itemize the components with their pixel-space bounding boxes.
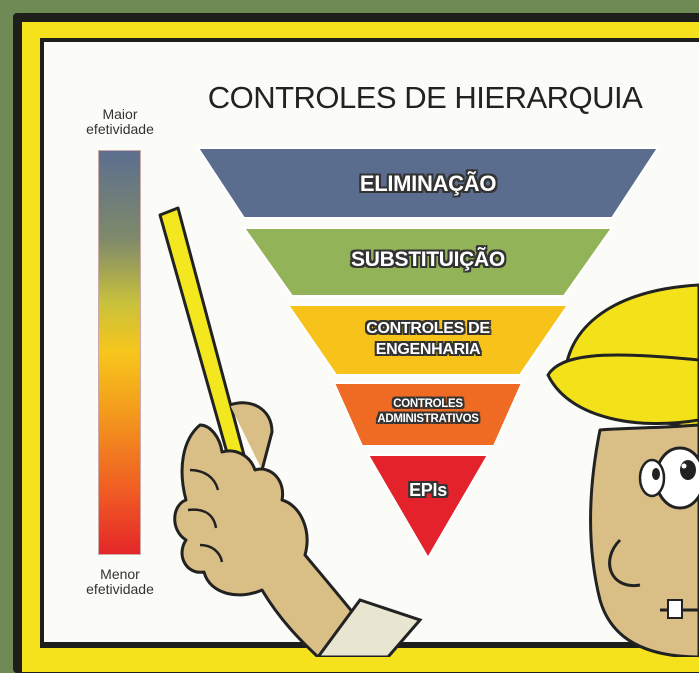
pyramid-illustration	[158, 147, 699, 657]
scale-top-label: Maior efetividade	[86, 106, 154, 137]
band-engenharia	[286, 304, 570, 376]
level-label-epis: EPIs	[409, 480, 447, 500]
diagram-title: CONTROLES DE HIERARQUIA	[207, 80, 643, 115]
worker-character	[546, 283, 699, 657]
level-label-administrativos: CONTROLES ADMINISTRATIVOS	[377, 398, 479, 425]
effectiveness-gradient-bar	[98, 150, 141, 555]
band-substituicao	[242, 227, 614, 297]
shirt-sleeve	[316, 598, 423, 657]
scale-bottom-label: Menor efetividade	[86, 566, 154, 597]
level-label-engenharia: CONTROLES DE ENGENHARIA	[366, 320, 490, 358]
band-eliminacao	[196, 147, 660, 219]
hand-icon	[173, 401, 390, 657]
level-label-substituicao: SUBSTITUIÇÃO	[351, 248, 505, 271]
level-label-eliminacao: ELIMINAÇÃO	[359, 171, 497, 196]
band-epis	[366, 454, 490, 560]
band-administrativos	[332, 382, 524, 447]
